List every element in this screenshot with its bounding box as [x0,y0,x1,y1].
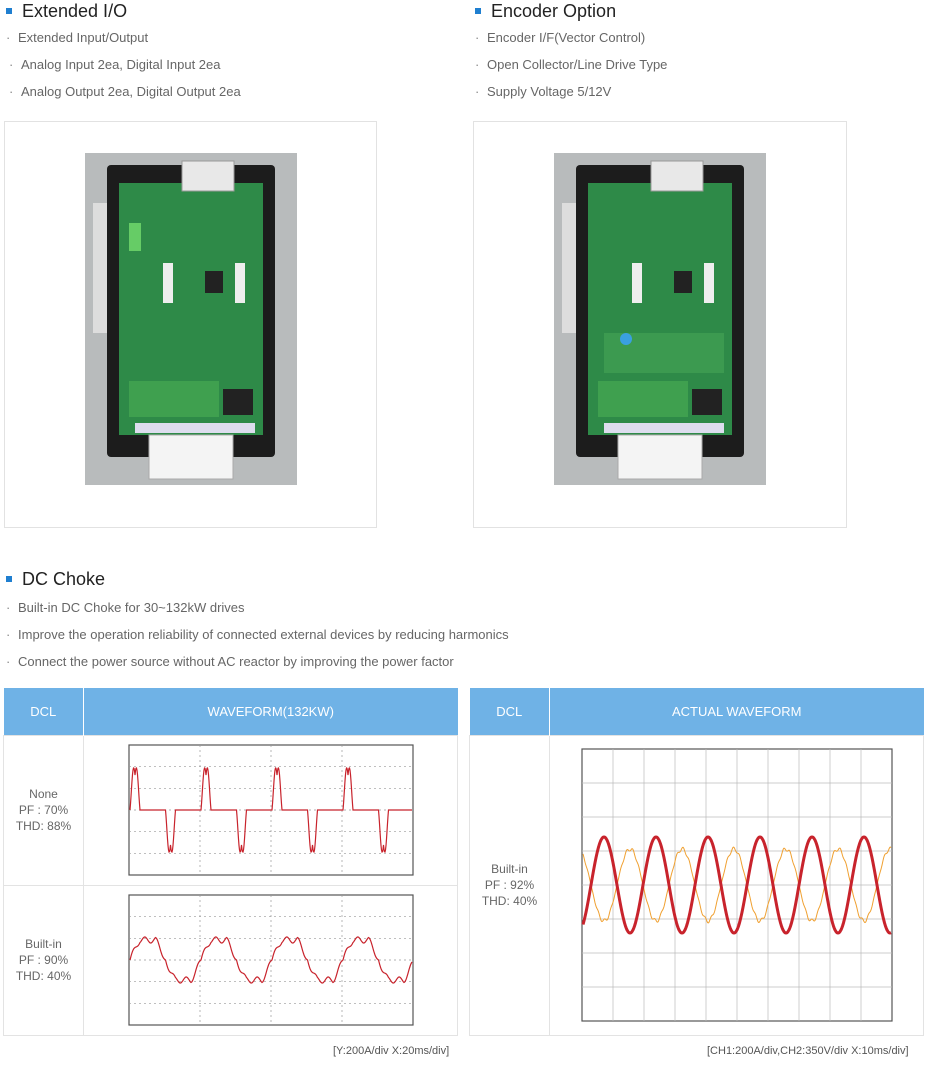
bullet-square-icon [6,576,12,582]
extended-io-title-text: Extended I/O [22,0,128,21]
right-scale-caption: [CH1:200A/div,CH2:350V/div X:10ms/div] [707,1045,909,1057]
list-item-text: Analog Output 2ea, Digital Output 2ea [21,84,241,99]
col-dcl-header: DCL [3,688,84,735]
dcl-type-text: None [29,787,58,801]
extended-io-title: Extended I/O [6,0,127,22]
waveform-table-left: DCL WAVEFORM(132KW) None PF : 70% THD: 8… [3,688,458,1036]
bullet-dot: · [6,627,11,642]
list-item-text: Built-in DC Choke for 30~132kW drives [18,600,245,615]
actual-waveform-scope [580,748,893,1022]
waveform-scope-builtin [127,894,414,1026]
extended-io-list: · Extended Input/Output · Analog Input 2ea… [6,28,241,109]
thd-text: THD: 40% [481,894,538,908]
left-scale-caption: [Y:200A/div X:20ms/div] [333,1045,450,1057]
dcl-type-text: Built-in [491,862,528,876]
list-item: · Improve the operation reliability of co… [6,625,509,652]
bullet-dot: · [6,654,11,669]
list-item: · Connect the power source without AC rea… [6,652,509,679]
encoder-option-photo-frame [473,121,847,528]
thd-text: THD: 88% [15,819,72,833]
voltage-trace [582,846,891,924]
extended-io-photo-frame [4,121,377,528]
col-waveform-header: WAVEFORM(132KW) [83,688,458,735]
bullet-dot: · [9,84,14,99]
list-item: · Analog Input 2ea, Digital Input 2ea [6,55,241,82]
bullet-dot: · [6,600,11,615]
bullet-dot: · [6,30,11,45]
dc-choke-title: DC Choke [6,568,105,590]
current-trace [581,835,892,935]
pf-text: PF : 90% [18,953,69,967]
list-item-text: Improve the operation reliability of con… [18,627,509,642]
list-item: · Encoder I/F(Vector Control) [475,28,667,55]
list-item: · Supply Voltage 5/12V [475,82,667,109]
table-row: None PF : 70% THD: 88% [3,734,458,886]
list-item: · Extended Input/Output [6,28,241,55]
waveform-table-right: DCL ACTUAL WAVEFORM Built-in PF : 92% TH… [469,688,924,1036]
bullet-dot: · [475,84,480,99]
actual-waveform-cell [549,734,924,1036]
list-item-text: Encoder I/F(Vector Control) [487,30,646,45]
encoder-option-list: · Encoder I/F(Vector Control) · Open Colle… [475,28,667,109]
waveform-cell-builtin [83,884,458,1036]
waveform-scope-none [127,744,414,876]
list-item: · Built-in DC Choke for 30~132kW drives [6,598,509,625]
bullet-dot: · [9,57,14,72]
table-row: Built-in PF : 92% THD: 40% [469,734,924,1036]
encoder-option-title-text: Encoder Option [491,0,617,21]
dcl-cell-builtin: Built-in PF : 90% THD: 40% [3,884,84,1036]
bullet-square-icon [475,8,481,14]
extended-io-board-image [85,153,297,485]
col-actual-waveform-header: ACTUAL WAVEFORM [549,688,924,735]
encoder-option-board-image [554,153,766,485]
list-item-text: Extended Input/Output [18,30,149,45]
list-item-text: Open Collector/Line Drive Type [487,57,668,72]
waveform-cell-none [83,734,458,886]
list-item-text: Supply Voltage 5/12V [487,84,612,99]
pf-text: PF : 70% [18,803,69,817]
dc-choke-title-text: DC Choke [22,568,106,589]
thd-text: THD: 40% [15,969,72,983]
bullet-square-icon [6,8,12,14]
list-item: · Open Collector/Line Drive Type [475,55,667,82]
dcl-cell-none: None PF : 70% THD: 88% [3,734,84,886]
dcl-cell-builtin: Built-in PF : 92% THD: 40% [469,734,550,1036]
waveform-trace-builtin [128,936,413,984]
list-item: · Analog Output 2ea, Digital Output 2ea [6,82,241,109]
waveform-trace-none [128,767,412,853]
table-row: Built-in PF : 90% THD: 40% [3,884,458,1036]
encoder-option-title: Encoder Option [475,0,616,22]
list-item-text: Analog Input 2ea, Digital Input 2ea [21,57,221,72]
col-dcl-header: DCL [469,688,550,735]
dc-choke-list: · Built-in DC Choke for 30~132kW drives ·… [6,598,509,679]
pf-text: PF : 92% [484,878,535,892]
bullet-dot: · [475,57,480,72]
bullet-dot: · [475,30,480,45]
list-item-text: Connect the power source without AC reac… [18,654,454,669]
dcl-type-text: Built-in [25,937,62,951]
